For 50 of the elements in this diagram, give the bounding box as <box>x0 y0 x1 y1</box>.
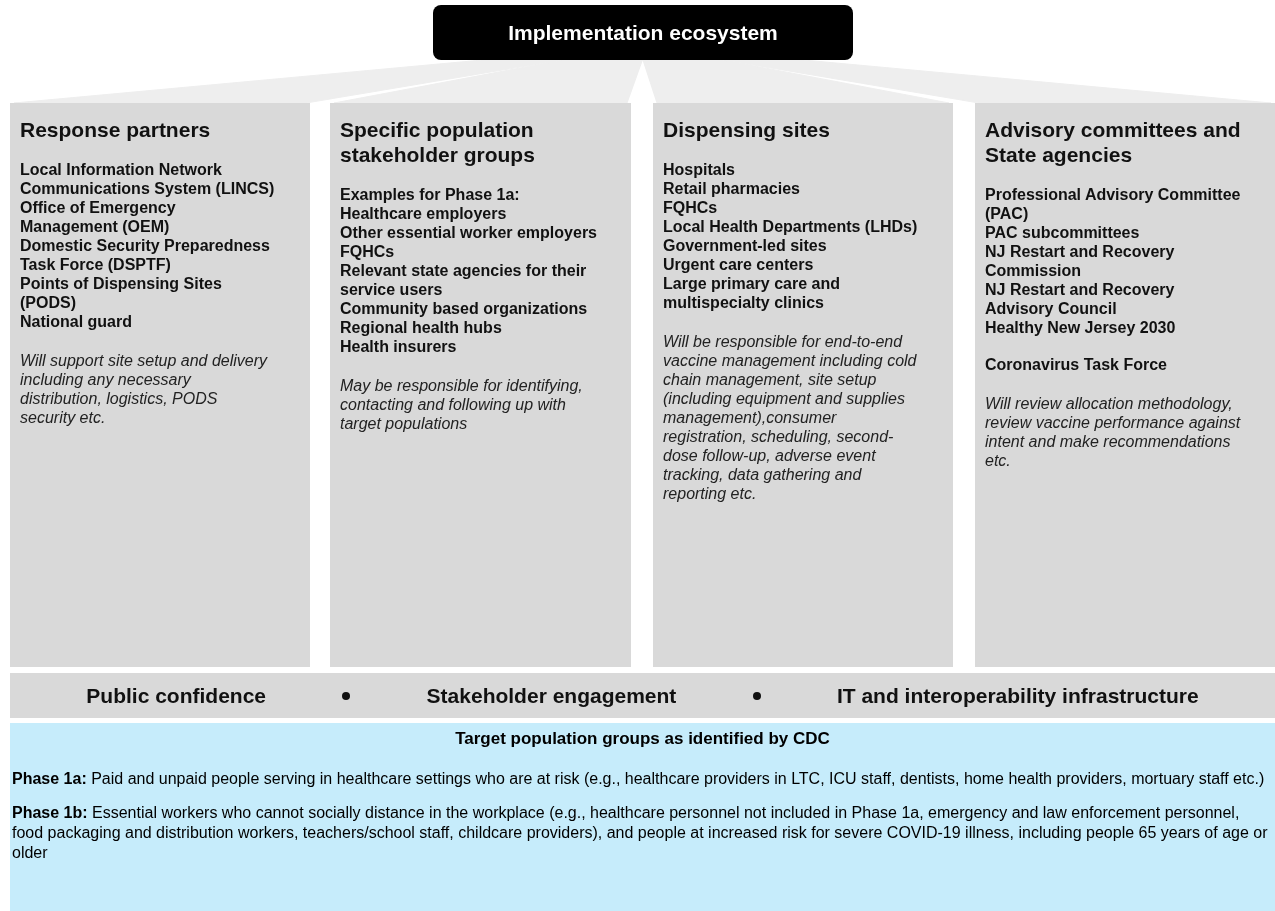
phase-description: Phase 1a: Paid and unpaid people serving in healthcare settings who are at risk (e.g., healthcare providers in LTC, ICU staff, dentists, home health providers, mortuary staff etc.) <box>12 769 1266 789</box>
list-item: Community based organizations <box>340 299 589 318</box>
list-item: Government-led sites <box>663 236 828 255</box>
category-panel <box>653 103 953 667</box>
list-item: Relevant state agencies for their service users <box>340 261 588 299</box>
category-panel <box>330 103 631 667</box>
info-panel <box>10 723 1275 911</box>
panel-heading: Response partners <box>20 117 212 142</box>
list-item: Domestic Security Preparedness Task Force (DSPTF) <box>20 236 271 274</box>
list-item: Examples for Phase 1a: <box>340 185 521 204</box>
role-note: Will be responsible for end-to-end vaccine management including cold chain management, site setup (including equipment and supplies management),consumer registration, scheduling, second-dose follow-up, adverse event tracking, data gathering and reporting etc. <box>663 332 918 503</box>
role-note: May be responsible for identifying, contacting and following up with target populations <box>340 376 584 433</box>
list-item: Local Health Departments (LHDs) <box>663 217 919 236</box>
enabler-label: Public confidence <box>86 683 266 708</box>
list-item: Urgent care centers <box>663 255 815 274</box>
list-item: Healthcare employers <box>340 204 508 223</box>
list-item: NJ Restart and Recovery Advisory Council <box>985 280 1176 318</box>
category-panel <box>10 103 310 667</box>
connector-wedge <box>642 59 950 104</box>
connector-wedge <box>333 59 643 104</box>
panel-heading: Dispensing sites <box>663 117 831 142</box>
list-item: Professional Advisory Committee (PAC) <box>985 185 1241 223</box>
list-item: Large primary care and multispecialty clinics <box>663 274 841 312</box>
enabler-label: IT and interoperability infrastructure <box>836 683 1199 708</box>
title-text: Implementation ecosystem <box>508 20 778 45</box>
list-item: Coronavirus Task Force <box>985 355 1168 374</box>
list-item: FQHCs <box>340 242 396 261</box>
list-item: Retail pharmacies <box>663 179 801 198</box>
role-note: Will support site setup and delivery including any necessary distribution, logistics, PODS security etc. <box>20 351 269 427</box>
enabler-band <box>10 673 1275 718</box>
list-item: Office of Emergency Management (OEM) <box>20 198 177 236</box>
panel-heading: Advisory committees and State agencies <box>985 117 1241 167</box>
list-item: Local Information Network Communications System (LINCS) <box>20 160 276 198</box>
phase-description: Phase 1b: Essential workers who cannot socially distance in the workplace (e.g., healthcare personnel not included in Phase 1a, emergency and law enforcement personnel, food packaging and distribution workers, teachers/school staff, childcare providers), and people at increased risk for severe COVID-19 illness, including people 65 years of age or older <box>12 803 1269 863</box>
list-item: Regional health hubs <box>340 318 503 337</box>
category-panel <box>975 103 1275 667</box>
list-item: National guard <box>20 312 133 331</box>
list-item: NJ Restart and Recovery Commission <box>985 242 1176 280</box>
panel-heading: Specific population stakeholder groups <box>340 117 536 167</box>
list-item: PAC subcommittees <box>985 223 1141 242</box>
enabler-label: Stakeholder engagement <box>426 683 677 708</box>
list-item: Healthy New Jersey 2030 <box>985 318 1177 337</box>
role-note: Will review allocation methodology, review vaccine performance against intent and make recommendations etc. <box>985 394 1241 470</box>
title-box <box>433 5 853 60</box>
panel-heading: Target population groups as identified by CDC <box>454 729 831 749</box>
list-item: Health insurers <box>340 337 458 356</box>
list-item: FQHCs <box>663 198 719 217</box>
list-item: Hospitals <box>663 160 736 179</box>
list-item: Other essential worker employers <box>340 223 597 242</box>
list-item: Points of Dispensing Sites (PODS) <box>20 274 223 312</box>
